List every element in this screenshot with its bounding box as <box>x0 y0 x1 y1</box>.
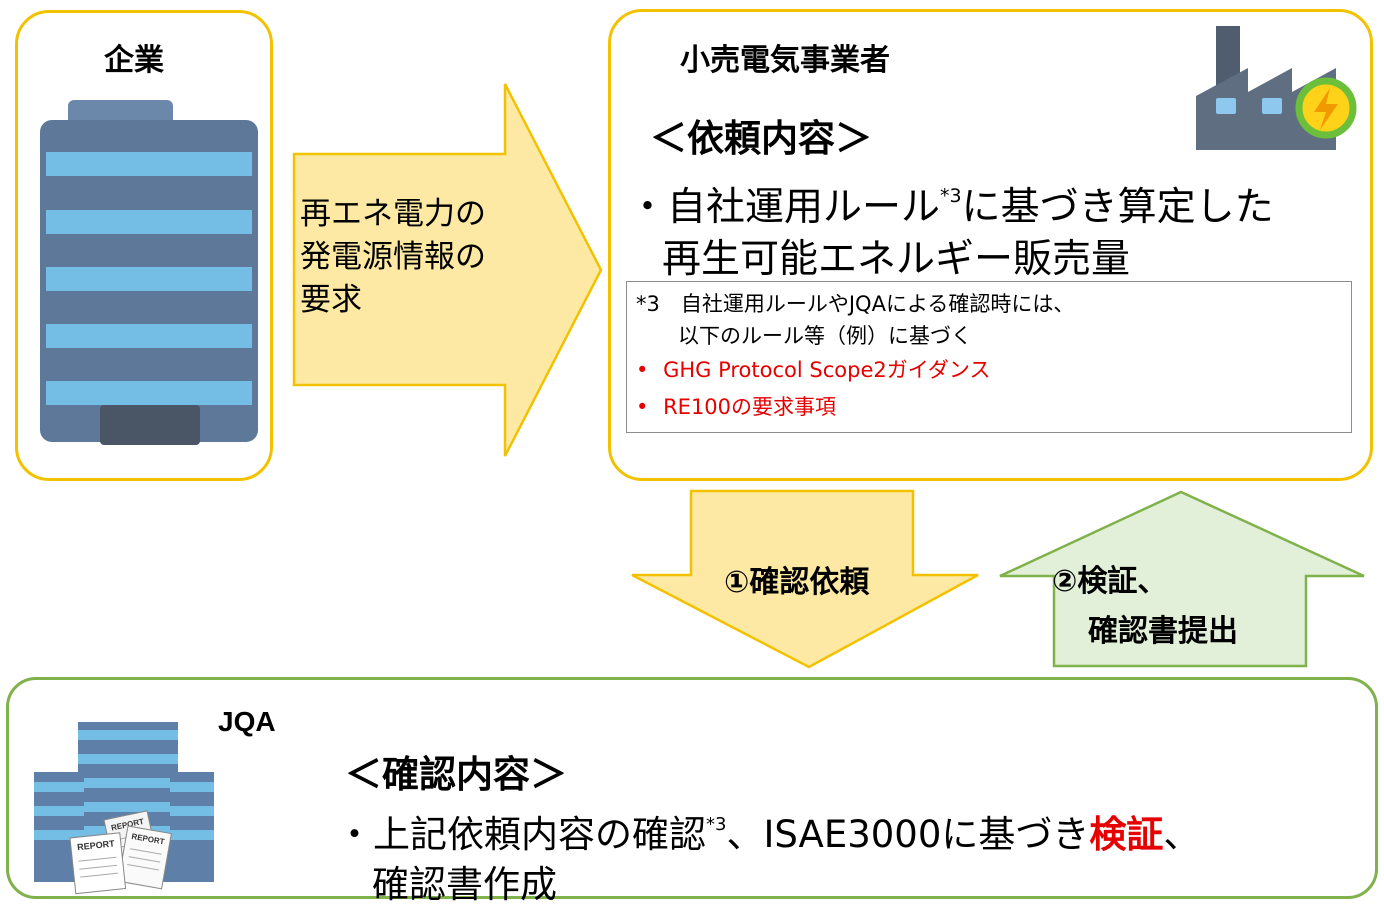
confirm-request-label: ①確認依頼 <box>724 565 870 600</box>
verification-line-1: ②検証、 <box>1052 564 1168 599</box>
bullet-text: GHG Protocol Scope2ガイダンス <box>663 358 991 382</box>
request-arrow <box>292 83 603 457</box>
power-plant-factory-icon <box>1196 26 1357 150</box>
bullet-text: RE100の要求事項 <box>663 395 837 419</box>
request-arrow-text: 再エネ電力の 発電源情報の 要求 <box>300 193 486 322</box>
verification-emphasis: 検証 <box>1089 813 1164 856</box>
jqa-line-1-post: 、 <box>1163 813 1201 856</box>
jqa-line-2: 確認書作成 <box>372 863 557 906</box>
jqa-line-1-pre: 上記依頼内容の確認 <box>373 813 706 856</box>
request-line-1-pre: 自社運用ルール <box>667 185 941 230</box>
footnote-ref: *3 <box>706 814 727 835</box>
request-line-2: 発電源情報の <box>300 239 486 275</box>
office-building-icon <box>40 100 258 445</box>
jqa-heading: ＜確認内容＞ <box>345 753 567 796</box>
verification-line-2: 確認書提出 <box>1088 614 1238 649</box>
verification-label: ②検証、 確認書提出 <box>1052 557 1238 657</box>
footnote-bullet-2: • RE100の要求事項 <box>636 394 836 420</box>
footnote-ref: *3 <box>940 185 962 207</box>
bullet-marker: • <box>636 358 649 382</box>
request-content: ・自社運用ルール*3に基づき算定した 再生可能エネルギー販売量 <box>628 170 1274 286</box>
request-heading: ＜依頼内容＞ <box>650 117 872 160</box>
footnote-line-2: 以下のルール等（例）に基づく <box>678 324 972 348</box>
request-line-1-post: に基づき算定した <box>961 185 1274 230</box>
retailer-title: 小売電気事業者 <box>680 43 890 78</box>
bullet: ・ <box>628 185 668 230</box>
verification-arrow <box>999 490 1365 668</box>
request-line-3: 要求 <box>300 282 362 318</box>
jqa-content: ・上記依頼内容の確認*3、ISAE3000に基づき検証、 確認書作成 <box>336 800 1200 910</box>
bullet-marker: • <box>636 395 649 419</box>
company-title: 企業 <box>104 43 164 78</box>
footnote-bullet-1: • GHG Protocol Scope2ガイダンス <box>636 357 990 383</box>
bullet: ・ <box>336 813 373 856</box>
jqa-panel <box>6 677 1378 899</box>
footnote-box <box>626 281 1352 433</box>
footnote-line-1: *3 自社運用ルールやJQAによる確認時には、 <box>636 292 1075 316</box>
confirm-request-arrow <box>631 489 979 669</box>
request-line-1: 再エネ電力の <box>300 196 486 232</box>
jqa-building-report-icon: REPORT REPORT REPORT <box>34 722 214 895</box>
jqa-title: JQA <box>218 706 276 737</box>
request-line-2: 再生可能エネルギー販売量 <box>662 237 1131 282</box>
report-label-3: REPORT <box>77 838 116 852</box>
jqa-line-1-mid: 、ISAE3000に基づき <box>726 813 1090 856</box>
